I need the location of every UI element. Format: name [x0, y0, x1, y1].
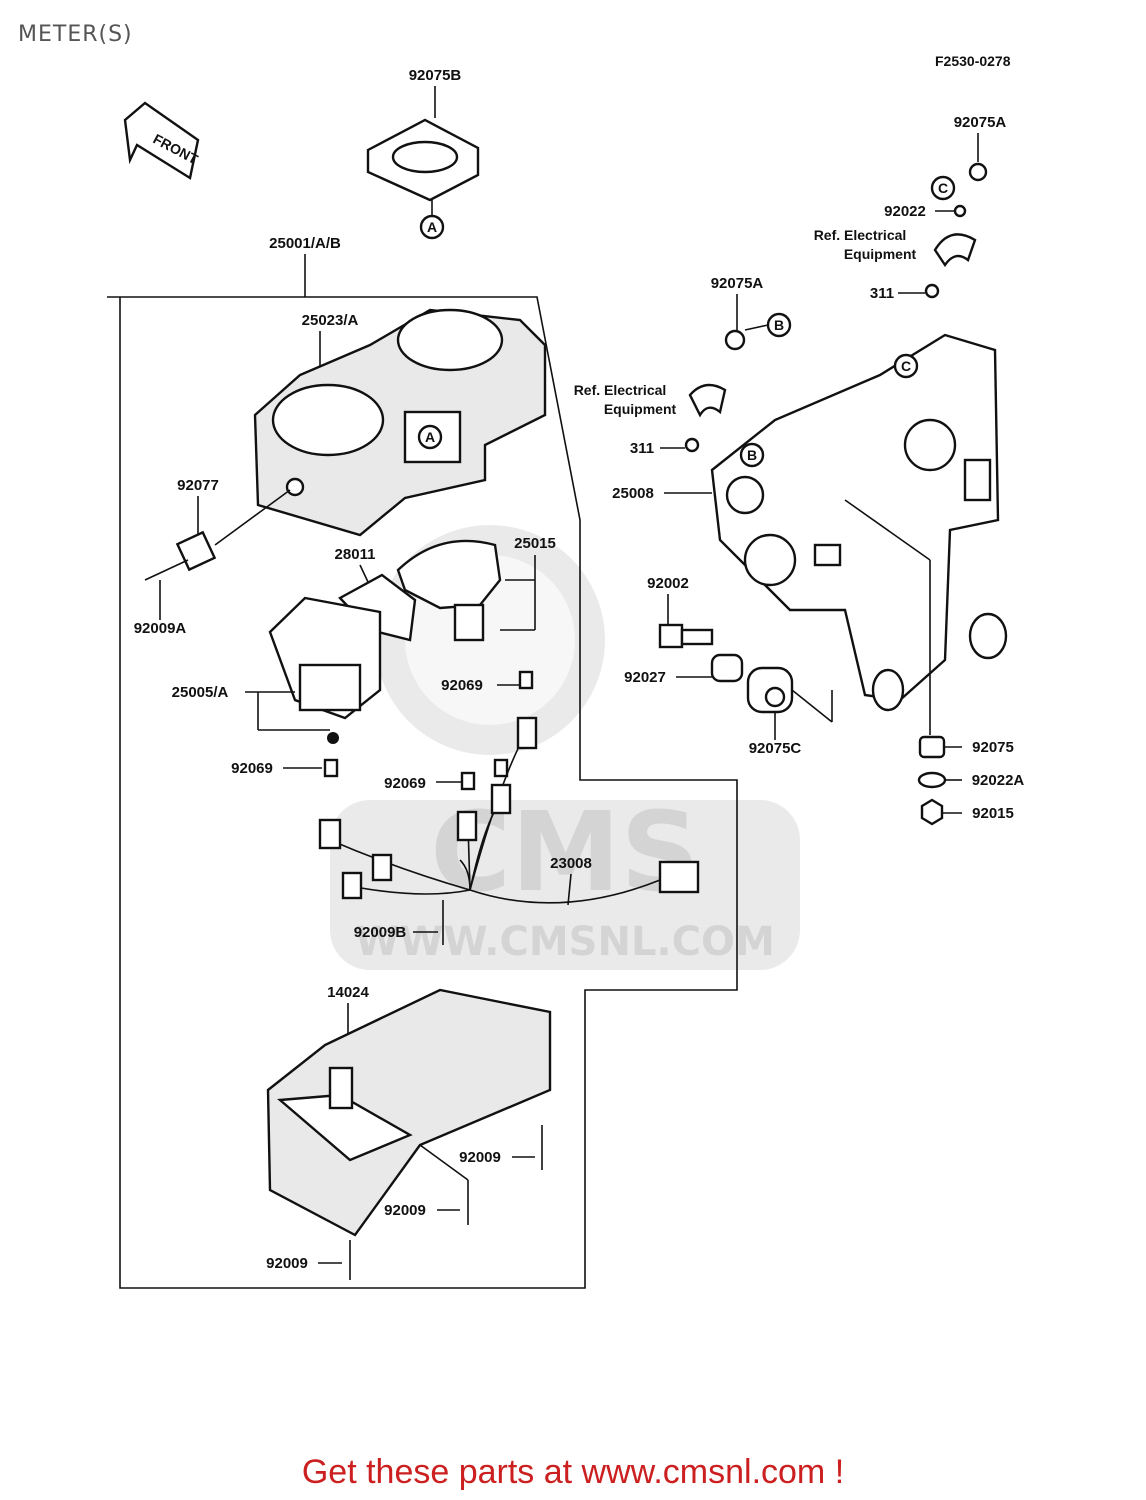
gasket-92075b [366, 118, 480, 202]
callout-c-mid: C [893, 353, 919, 379]
meter-cover-14024 [266, 988, 552, 1237]
label-92075c: 92075C [749, 740, 802, 757]
grommet-92075c [746, 666, 794, 714]
svg-text:B: B [774, 317, 784, 333]
svg-text:A: A [427, 219, 437, 235]
ref-electrical-1-line2: Equipment [844, 246, 917, 262]
svg-text:C: C [938, 180, 948, 196]
watermark-url: WWW.CMSNL.COM [355, 919, 775, 965]
callout-a-top: A [419, 214, 445, 240]
nut-92015 [920, 798, 944, 826]
callout-b-mid: B [739, 442, 765, 468]
label-92009-c: 92009 [266, 1255, 308, 1272]
label-14024: 14024 [327, 984, 369, 1001]
label-92027: 92027 [624, 669, 666, 686]
label-92069-a: 92069 [441, 677, 483, 694]
parts-diagram: CMS WWW.CMSNL.COM F2530-0278 FRONT 92075… [107, 53, 1025, 1289]
callout-a-meter: A [417, 424, 443, 450]
label-92075a-top: 92075A [954, 114, 1007, 131]
label-92009-b: 92009 [384, 1202, 426, 1219]
wiring-harness-23008 [318, 670, 700, 904]
svg-text:B: B [747, 447, 757, 463]
label-25001: 25001/A/B [269, 235, 341, 252]
label-28011: 28011 [335, 546, 376, 563]
label-92075b: 92075B [409, 67, 462, 84]
label-92069-c: 92069 [384, 775, 426, 792]
meter-bracket-25008 [710, 333, 1008, 712]
speedometer-25005 [268, 596, 382, 720]
label-23008: 23008 [550, 855, 592, 872]
label-92069-b: 92069 [231, 760, 273, 777]
label-92009-a: 92009 [459, 1149, 501, 1166]
reset-knob-92077 [175, 489, 291, 572]
footer-link[interactable]: Get these parts at www.cmsnl.com ! [0, 1453, 1146, 1492]
ref-electrical-2-line2: Equipment [604, 401, 677, 417]
watermark-logo: CMS [430, 788, 699, 916]
label-92022: 92022 [884, 203, 926, 220]
footer-link-text[interactable]: Get these parts at www.cmsnl.com ! [301, 1453, 845, 1491]
label-92075: 92075 [972, 739, 1014, 756]
label-25015: 25015 [514, 535, 556, 552]
clamp-mid [688, 383, 727, 418]
gauge-25015 [396, 539, 502, 642]
assembly-outline [107, 296, 738, 1289]
label-92075a-mid: 92075A [711, 275, 764, 292]
label-311-top: 311 [870, 285, 894, 302]
label-25005: 25005/A [172, 684, 229, 701]
callout-b-top: B [766, 312, 792, 338]
page-title: METER(S) [18, 22, 133, 47]
svg-text:A: A [425, 429, 435, 445]
label-92015: 92015 [972, 805, 1014, 822]
label-311-mid: 311 [630, 440, 654, 457]
label-92009a: 92009A [134, 620, 187, 637]
ref-electrical-2-line1: Ref. Electrical [574, 382, 667, 398]
callout-c-top: C [930, 175, 956, 201]
label-25023: 25023/A [302, 312, 359, 329]
washer-92022a [917, 771, 947, 789]
grommet-92075a-mid [724, 329, 746, 351]
label-92009b: 92009B [354, 924, 407, 941]
front-arrow-icon: FRONT [123, 101, 201, 180]
label-92022a: 92022A [972, 772, 1025, 789]
svg-text:C: C [901, 358, 911, 374]
grommet-92075 [918, 735, 946, 759]
grommet-92075a-top [968, 162, 988, 182]
ref-electrical-1-line1: Ref. Electrical [814, 227, 907, 243]
diagram-code: F2530-0278 [935, 53, 1011, 69]
meter-housing [253, 308, 547, 537]
label-25008: 25008 [612, 485, 654, 502]
bolt-92002 [658, 623, 714, 649]
label-92002: 92002 [647, 575, 689, 592]
clamp-top [933, 233, 977, 268]
label-92077: 92077 [177, 477, 219, 494]
collar-92027 [710, 653, 744, 683]
